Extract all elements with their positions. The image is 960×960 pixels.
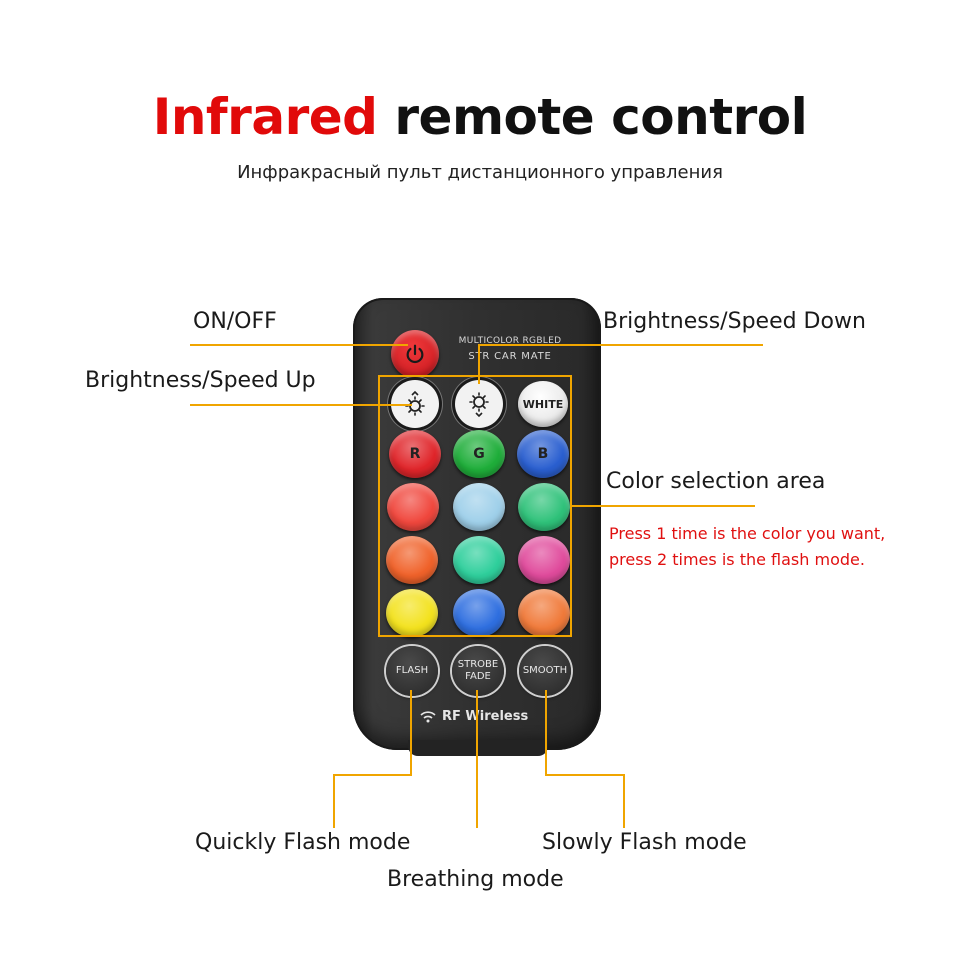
leader-on-off — [190, 344, 408, 346]
label-slow-flash: Slowly Flash mode — [542, 830, 747, 855]
flash-button[interactable]: FLASH — [386, 646, 438, 696]
color-button[interactable] — [453, 536, 505, 584]
brand-line-1: MULTICOLOR RGBLED — [458, 336, 562, 346]
color-button-b[interactable]: B — [517, 430, 569, 478]
remote-brand: MULTICOLOR RGBLED STR CAR MATE — [440, 334, 580, 364]
brightness-down-button[interactable] — [455, 380, 503, 428]
leader-smooth-h — [545, 774, 625, 776]
remote-bottom-edge — [408, 740, 548, 756]
strobe-fade-button[interactable]: STROBE FADE — [452, 646, 504, 696]
color-button[interactable] — [453, 589, 505, 637]
smooth-button[interactable]: SMOOTH — [519, 646, 571, 696]
leader-smooth-v — [545, 690, 547, 776]
label-on-off: ON/OFF — [193, 309, 277, 334]
power-button[interactable] — [391, 330, 439, 378]
label-brightness-down: Brightness/Speed Down — [603, 309, 866, 334]
label-brightness-up: Brightness/Speed Up — [85, 368, 316, 393]
leader-flash-drop — [333, 774, 335, 828]
rf-text: RF Wireless — [442, 709, 529, 724]
label-breathing: Breathing mode — [387, 867, 564, 892]
color-button[interactable] — [387, 483, 439, 531]
leader-color-area — [572, 505, 755, 507]
label-quick-flash: Quickly Flash mode — [195, 830, 411, 855]
label-color-area: Color selection area — [606, 469, 826, 494]
color-button[interactable] — [453, 483, 505, 531]
page-subtitle: Инфракрасный пульт дистанционного управл… — [237, 162, 723, 183]
wireless-icon — [420, 710, 436, 722]
title-highlight: Infrared — [152, 88, 378, 146]
power-icon — [406, 344, 424, 364]
brand-line-2: STR CAR MATE — [468, 351, 552, 362]
color-area-note: Press 1 time is the color you want, pres… — [609, 521, 885, 573]
strobe-label: STROBE — [457, 659, 499, 670]
fade-label: FADE — [465, 671, 491, 682]
color-selection-frame — [378, 375, 572, 637]
title-rest: remote control — [394, 88, 808, 146]
leader-smooth-drop — [623, 774, 625, 828]
note-line-2: press 2 times is the flash mode. — [609, 550, 865, 569]
leader-brightness-up — [190, 404, 412, 406]
leader-flash-v — [410, 690, 412, 776]
leader-strobe — [476, 690, 478, 828]
color-button[interactable] — [518, 483, 570, 531]
brightness-down-icon — [469, 392, 489, 418]
color-button[interactable] — [386, 589, 438, 637]
color-button[interactable] — [386, 536, 438, 584]
color-button[interactable] — [518, 536, 570, 584]
rf-wireless-label: RF Wireless — [420, 709, 550, 724]
page-title: Infrared remote control — [0, 88, 960, 146]
note-line-1: Press 1 time is the color you want, — [609, 524, 886, 543]
color-button-g[interactable]: G — [453, 430, 505, 478]
leader-flash-h — [333, 774, 412, 776]
white-button[interactable]: WHITE — [518, 381, 568, 427]
color-button-r[interactable]: R — [389, 430, 441, 478]
brightness-up-icon — [405, 390, 425, 416]
leader-brightness-down-v — [478, 344, 480, 384]
leader-brightness-down-h — [478, 344, 763, 346]
color-button[interactable] — [518, 589, 570, 637]
